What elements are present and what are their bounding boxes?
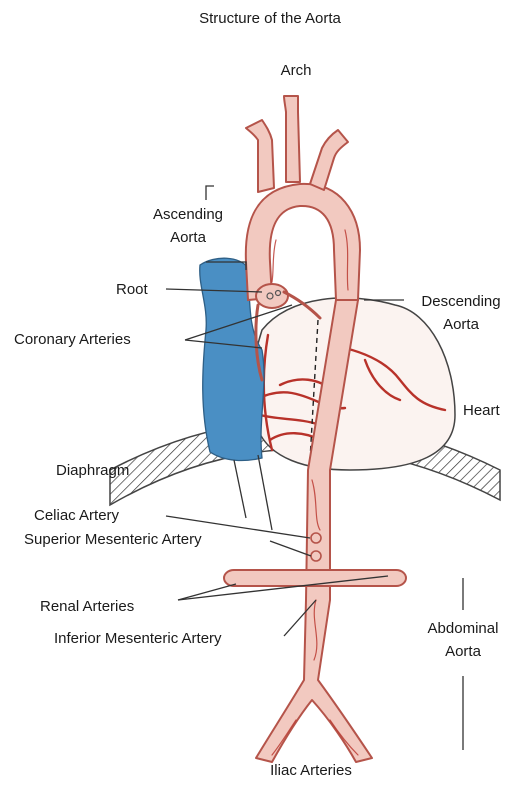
diaphragm-leader-1 — [234, 460, 246, 518]
renal-arteries-vessel — [224, 570, 406, 586]
diaphragm-leader-2 — [258, 455, 272, 530]
label-iliac-arteries: Iliac Arteries — [246, 762, 376, 780]
label-abdominal-line-2: Aorta — [408, 643, 518, 661]
label-renal-arteries: Renal Arteries — [40, 598, 134, 616]
label-abdominal-line-1: Abdominal — [408, 620, 518, 638]
diagram-title: Structure of the Aorta — [190, 10, 350, 28]
label-diaphragm: Diaphragm — [56, 462, 129, 480]
label-ascending-aorta: Ascending Aorta — [128, 206, 248, 247]
arch-branches — [246, 96, 348, 192]
label-celiac-artery: Celiac Artery — [34, 507, 119, 525]
label-descending-aorta: Descending Aorta — [406, 293, 516, 334]
aortic-root — [256, 284, 288, 308]
label-ascending-line-2: Aorta — [128, 229, 248, 247]
label-descending-line-2: Aorta — [406, 316, 516, 334]
aorta-body — [246, 184, 360, 300]
renal-leader-1 — [178, 584, 236, 600]
label-root: Root — [116, 281, 148, 299]
label-superior-mesenteric-artery: Superior Mesenteric Artery — [24, 531, 202, 549]
label-inferior-mesenteric-artery: Inferior Mesenteric Artery — [54, 630, 222, 648]
label-coronary-arteries: Coronary Arteries — [14, 331, 131, 349]
label-abdominal-aorta: Abdominal Aorta — [408, 620, 518, 661]
label-ascending-line-1: Ascending — [128, 206, 248, 224]
ascending-bracket — [206, 186, 214, 200]
label-arch: Arch — [266, 62, 326, 80]
celiac-ostium — [311, 533, 321, 543]
label-heart: Heart — [463, 402, 500, 420]
sma-ostium — [311, 551, 321, 561]
label-descending-line-1: Descending — [406, 293, 516, 311]
sma-leader — [270, 541, 311, 556]
